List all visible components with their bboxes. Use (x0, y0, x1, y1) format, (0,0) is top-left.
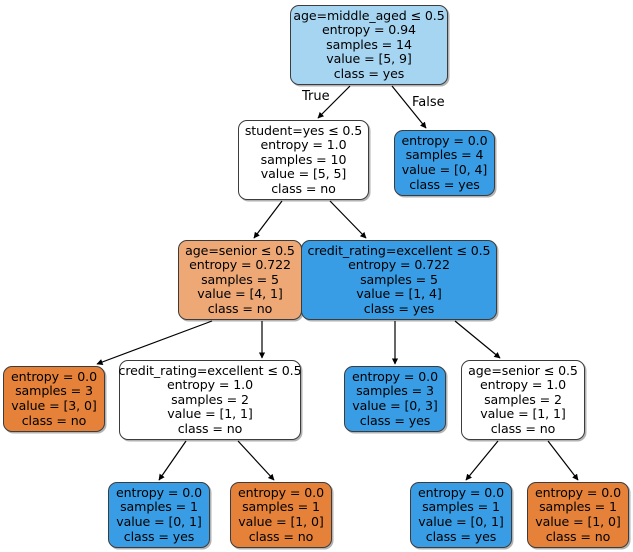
node-condition: credit_rating=excellent ≤ 0.5 (118, 362, 302, 378)
edge-label-false: False (412, 95, 445, 110)
node-entropy: entropy = 0.0 (10, 368, 97, 384)
node-class: class = no (271, 180, 336, 196)
node-value: value = [0, 3] (352, 398, 438, 413)
node-value: value = [4, 1] (197, 286, 283, 302)
node-value: value = [1, 0] (238, 514, 324, 529)
node-value: value = [1, 4] (356, 286, 442, 302)
node-samples: samples = 3 (356, 383, 434, 399)
node-samples: samples = 14 (326, 36, 412, 52)
node-entropy: entropy = 1.0 (479, 377, 566, 393)
node-samples: samples = 2 (484, 391, 562, 407)
node-condition: student=yes ≤ 0.5 (244, 122, 363, 138)
node-entropy: entropy = 0.722 (348, 257, 450, 273)
tree-edge-n8-n12 (547, 440, 579, 481)
node-entropy: entropy = 0.0 (534, 484, 621, 500)
tree-edge-n1-n4 (329, 200, 367, 239)
node-class: class = yes (333, 65, 405, 81)
node-samples: samples = 1 (242, 499, 320, 515)
node-class: class = yes (409, 176, 480, 192)
node-class: class = yes (123, 528, 195, 544)
tree-edge-n1-n3 (253, 200, 283, 239)
node-value: value = [0, 1] (116, 514, 202, 529)
node-entropy: entropy = 0.0 (417, 484, 504, 500)
node-class: class = no (21, 412, 87, 428)
node-entropy: entropy = 0.0 (351, 368, 438, 384)
node-samples: samples = 10 (260, 151, 347, 167)
node-samples: samples = 1 (539, 499, 617, 515)
node-entropy: entropy = 0.0 (115, 484, 202, 500)
node-value: value = [1, 0] (535, 514, 621, 529)
node-class: class = yes (425, 528, 497, 544)
tree-edge-n6-n10 (237, 440, 275, 481)
node-value: value = [3, 0] (11, 398, 97, 413)
node-entropy: entropy = 1.0 (166, 377, 253, 393)
node-samples: samples = 1 (422, 499, 500, 515)
node-value: value = [0, 4] (401, 162, 488, 177)
node-value: value = [0, 1] (418, 514, 504, 529)
node-samples: samples = 1 (120, 499, 198, 515)
node-condition: age=middle_aged ≤ 0.5 (293, 7, 445, 23)
node-entropy: entropy = 0.94 (322, 22, 416, 38)
tree-edge-n6-n9 (158, 440, 187, 481)
node-value: value = [1, 1] (480, 406, 566, 422)
node-value: value = [5, 5] (260, 166, 347, 182)
node-condition: age=senior ≤ 0.5 (468, 362, 578, 378)
node-entropy: entropy = 0.0 (401, 132, 488, 148)
node-class: class = yes (359, 412, 431, 428)
node-samples: samples = 5 (201, 271, 279, 287)
node-samples: samples = 5 (360, 271, 438, 287)
tree-edge-n8-n11 (465, 440, 499, 481)
node-class: class = no (545, 528, 611, 544)
node-value: value = [1, 1] (167, 406, 253, 422)
tree-edge-n3-n5 (96, 320, 213, 365)
node-class: class = no (490, 420, 556, 436)
node-samples: samples = 2 (171, 391, 249, 407)
node-samples: samples = 4 (405, 147, 484, 163)
node-condition: age=senior ≤ 0.5 (185, 242, 295, 258)
node-class: class = no (177, 420, 243, 436)
node-condition: credit_rating=excellent ≤ 0.5 (307, 242, 491, 258)
node-class: class = yes (363, 300, 435, 316)
node-entropy: entropy = 0.722 (189, 257, 291, 273)
node-entropy: entropy = 1.0 (260, 137, 347, 153)
node-samples: samples = 3 (15, 383, 93, 399)
node-entropy: entropy = 0.0 (237, 484, 324, 500)
node-value: value = [5, 9] (326, 51, 412, 67)
node-class: class = no (207, 300, 273, 316)
tree-edge-n4-n8 (454, 320, 501, 359)
edge-label-true: True (302, 89, 330, 104)
node-class: class = no (248, 528, 314, 544)
